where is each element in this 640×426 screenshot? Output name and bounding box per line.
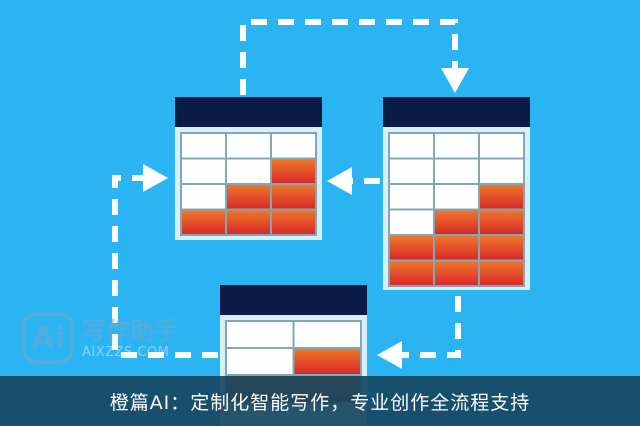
- table-cell: [478, 208, 525, 236]
- arrow-down-icon: [441, 68, 469, 93]
- table-cell: [180, 157, 227, 185]
- table-cell: [270, 208, 317, 236]
- watermark-name: 写作助手: [82, 316, 178, 345]
- table-cell: [433, 132, 480, 160]
- table-cell: [478, 132, 525, 160]
- table-cell: [433, 234, 480, 262]
- table-cell: [180, 208, 227, 236]
- table-header: [220, 285, 367, 315]
- table-cell: [180, 183, 227, 211]
- watermark-logo: Ai: [22, 312, 74, 364]
- table-cell: [388, 234, 435, 262]
- watermark: Ai 写作助手 AIXZZS.COM: [22, 312, 178, 364]
- table-cell: [180, 132, 227, 160]
- table-cell: [433, 208, 480, 236]
- arrow-left-icon: [377, 341, 402, 369]
- connector-top: [240, 19, 458, 95]
- table-cell: [292, 347, 362, 376]
- watermark-domain: AIXZZS.COM: [82, 344, 170, 360]
- table-cell: [388, 183, 435, 211]
- caption-banner: 橙篇AI：定制化智能写作，专业创作全流程支持: [0, 376, 640, 426]
- table-cell: [388, 157, 435, 185]
- table-cell: [388, 259, 435, 287]
- table-cell: [433, 259, 480, 287]
- table-cell: [433, 183, 480, 211]
- table-cell: [292, 320, 362, 349]
- table-cell: [478, 157, 525, 185]
- table-cell: [225, 132, 272, 160]
- table-cell: [270, 132, 317, 160]
- table-cell: [478, 259, 525, 287]
- table-cell: [478, 183, 525, 211]
- table-cell: [270, 157, 317, 185]
- table-cell: [388, 132, 435, 160]
- table-cell: [388, 208, 435, 236]
- table-cell: [225, 157, 272, 185]
- arrow-right-icon: [143, 164, 168, 192]
- connector-bottom-right: [400, 296, 461, 358]
- table-cell: [225, 320, 295, 349]
- connector-left: [112, 175, 218, 358]
- table-cell: [478, 234, 525, 262]
- table-cell: [433, 157, 480, 185]
- table-cell: [225, 183, 272, 211]
- table-cell: [225, 208, 272, 236]
- table-cell: [225, 347, 295, 376]
- table-header: [383, 97, 530, 127]
- arrow-left-icon: [327, 167, 352, 195]
- table-header: [175, 97, 322, 127]
- table-cell: [270, 183, 317, 211]
